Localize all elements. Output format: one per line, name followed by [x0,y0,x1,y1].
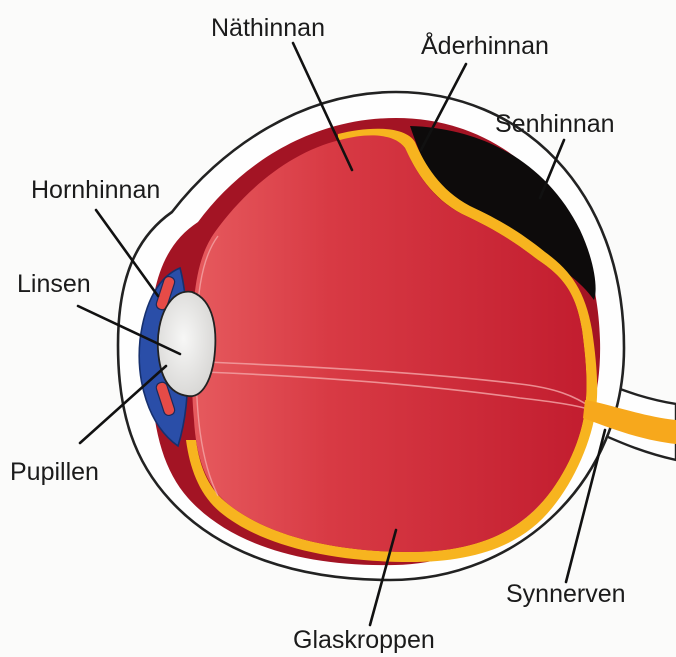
label-pupillen: Pupillen [10,458,99,486]
label-nathinnan: Näthinnan [211,14,325,42]
label-glaskroppen: Glaskroppen [293,626,435,654]
label-senhinnan: Senhinnan [495,110,615,138]
lens [158,292,216,397]
label-linsen: Linsen [17,270,91,298]
label-synnerven: Synnerven [506,580,626,608]
label-hornhinnan: Hornhinnan [31,176,160,204]
label-aderhinnan: Åderhinnan [421,30,549,60]
